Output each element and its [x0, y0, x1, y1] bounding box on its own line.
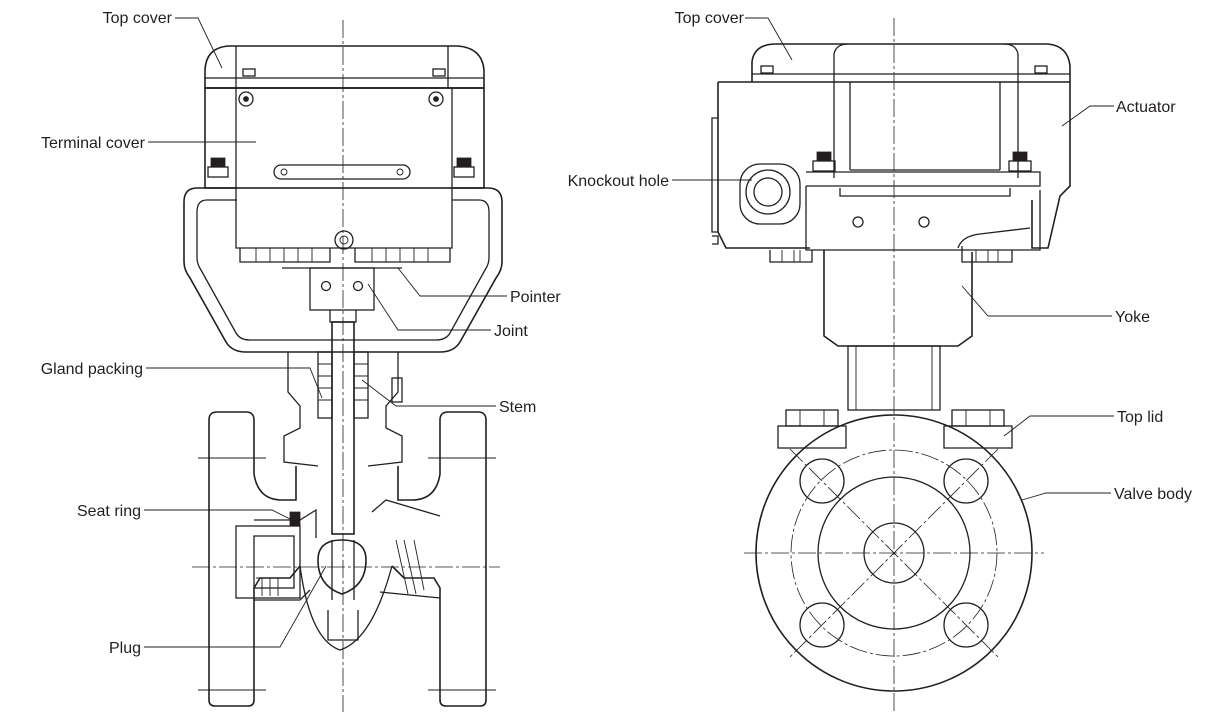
right-top-lid-shape [777, 409, 1013, 449]
right-actuator-body [711, 81, 1071, 263]
right-view: Top cover Actuator Knockout hole Yoke To… [568, 10, 1192, 712]
label-top-cover-left: Top cover [103, 10, 173, 27]
label-valve-body: Valve body [1114, 486, 1192, 503]
label-stem: Stem [499, 399, 536, 416]
label-joint: Joint [494, 323, 528, 340]
left-leaders [144, 17, 507, 648]
label-pointer: Pointer [510, 289, 561, 306]
label-plug: Plug [109, 640, 141, 657]
left-joint [282, 267, 402, 323]
label-knockout-hole: Knockout hole [568, 173, 670, 190]
label-top-cover-right: Top cover [675, 10, 745, 27]
left-valve-body [198, 411, 496, 707]
right-leaders [672, 17, 1114, 501]
left-top-cover-shape [204, 45, 485, 89]
label-terminal-cover: Terminal cover [41, 135, 146, 152]
right-yoke [823, 250, 973, 411]
left-view: Top cover Terminal cover Pointer Joint G… [41, 10, 561, 712]
right-top-cover-shape [751, 43, 1071, 82]
label-gland-packing: Gland packing [41, 361, 143, 378]
label-seat-ring: Seat ring [77, 503, 141, 520]
label-yoke: Yoke [1115, 309, 1150, 326]
label-top-lid: Top lid [1117, 409, 1163, 426]
label-actuator: Actuator [1116, 99, 1176, 116]
left-actuator-body [204, 87, 485, 263]
